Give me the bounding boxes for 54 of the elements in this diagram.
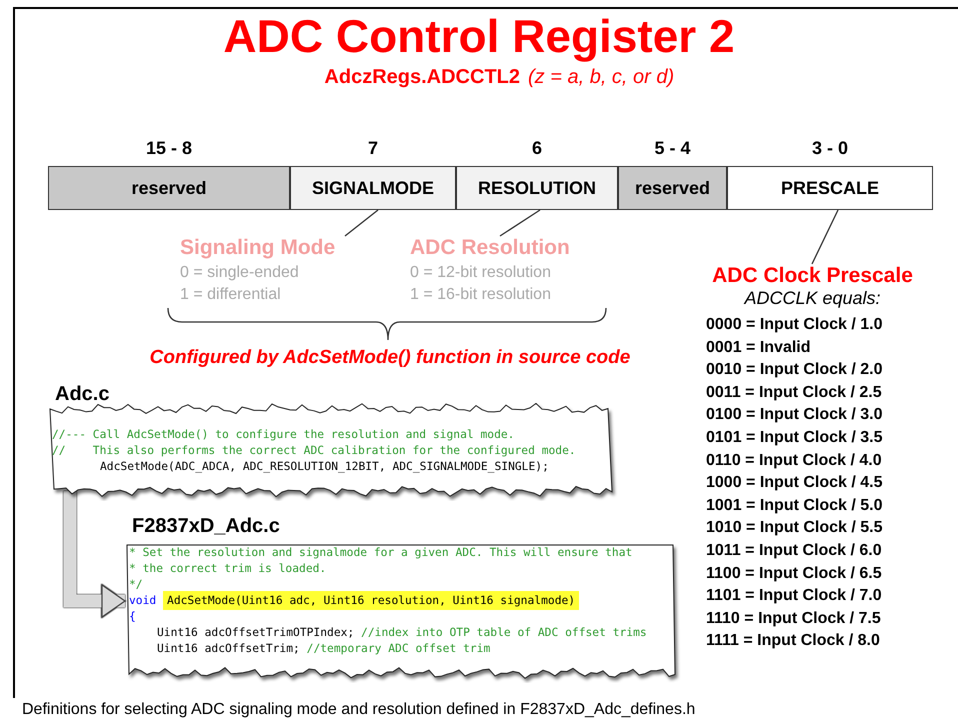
bit-field: PRESCALE — [727, 166, 933, 210]
register-name: AdczRegs.ADCCTL2 — [323, 66, 520, 89]
bit-field: SIGNALMODE — [290, 166, 456, 210]
prescale-option: 0010 = Input Clock / 2.0 — [706, 361, 883, 380]
leader-line — [344, 209, 378, 237]
block-arrow — [64, 491, 126, 618]
caption: Definitions for selecting ADC signaling mode and resolution defined in F2837xD_Adc_defines.h — [22, 701, 696, 719]
leader-line — [811, 210, 839, 264]
subheading: ADCCLK equals: — [742, 288, 882, 309]
code-line: * Set the resolution and signalmode for a given ADC. This will ensure that — [129, 545, 632, 560]
bit-number: 3 - 0 — [810, 138, 850, 159]
prescale-option: 0110 = Input Clock / 4.0 — [706, 452, 882, 470]
note: Configured by AdcSetMode() function in source code — [148, 347, 632, 369]
bit-field: reserved — [48, 166, 290, 210]
prescale-option: 1000 = Input Clock / 4.5 — [706, 474, 883, 492]
code-line: */ — [129, 577, 143, 592]
file-name: F2837xD_Adc.c — [132, 515, 280, 538]
option-text: 0 = 12-bit resolution — [410, 264, 551, 282]
prescale-option: 0101 = Input Clock / 3.5 — [706, 429, 883, 447]
field-heading: Signaling Mode — [180, 236, 336, 260]
code-line: Uint16 adcOffsetTrim; //temporary ADC offset trim — [157, 641, 490, 656]
field-heading: ADC Clock Prescale — [711, 264, 914, 288]
prescale-option: 0100 = Input Clock / 3.0 — [706, 406, 883, 424]
prescale-option: 1111 = Input Clock / 8.0 — [706, 632, 880, 650]
bit-field: reserved — [618, 166, 727, 210]
title: ADC Control Register 2 — [222, 9, 736, 64]
prescale-option: 1100 = Input Clock / 6.5 — [706, 564, 882, 583]
file-name: Adc.c — [55, 383, 110, 406]
code-line: Uint16 adcOffsetTrimOTPIndex; //index into OTP table of ADC offset trims — [157, 625, 647, 640]
prescale-option: 1101 = Input Clock / 7.0 — [706, 587, 882, 606]
code-line: // This also performs the correct ADC calibration for the configured mode. — [52, 443, 576, 458]
bit-number: 6 — [530, 138, 543, 159]
code-line: { — [129, 609, 136, 624]
bit-number: 7 — [366, 138, 379, 159]
option-text: 1 = differential — [180, 286, 281, 304]
prescale-option: 1011 = Input Clock / 6.0 — [706, 542, 882, 560]
option-text: 1 = 16-bit resolution — [410, 286, 551, 304]
leader-line — [500, 209, 540, 237]
prescale-option: 0001 = Invalid — [706, 338, 811, 357]
code-line: * the correct trim is loaded. — [129, 561, 326, 576]
option-text: 0 = single-ended — [180, 264, 299, 282]
code-line: //--- Call AdcSetMode() to configure the resolution and signal mode. — [52, 427, 514, 442]
code-line: void AdcSetMode(Uint16 adc, Uint16 resolution, Uint16 signalmode) — [129, 593, 580, 608]
code-line: AdcSetMode(ADC_ADCA, ADC_RESOLUTION_12BIT, ADC_SIGNALMODE_SINGLE); — [100, 459, 549, 474]
bit-number: 15 - 8 — [144, 138, 194, 159]
register-note: (z = a, b, c, or d) — [528, 66, 676, 89]
prescale-option: 1110 = Input Clock / 7.5 — [706, 610, 881, 628]
prescale-option: 0011 = Input Clock / 2.5 — [706, 384, 882, 402]
bit-field: RESOLUTION — [456, 166, 618, 210]
prescale-option: 1001 = Input Clock / 5.0 — [706, 496, 883, 515]
field-heading: ADC Resolution — [410, 236, 570, 260]
prescale-option: 1010 = Input Clock / 5.5 — [706, 519, 883, 538]
prescale-option: 0000 = Input Clock / 1.0 — [706, 316, 883, 334]
bit-number: 5 - 4 — [653, 138, 692, 159]
